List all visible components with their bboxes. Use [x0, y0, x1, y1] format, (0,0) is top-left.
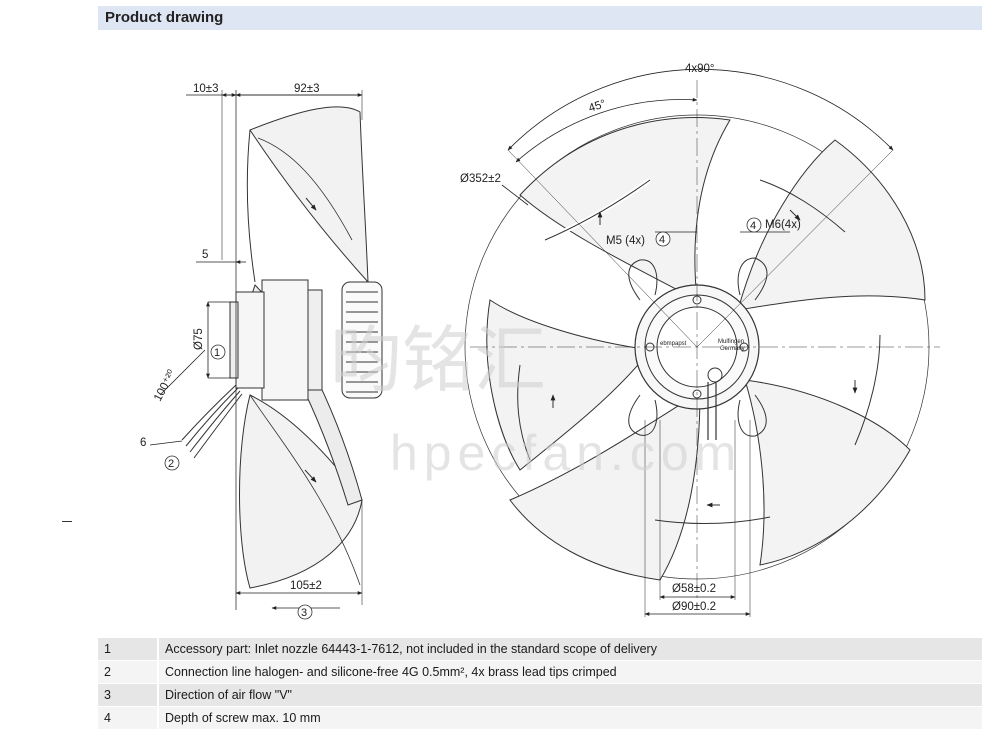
dim-105: 105±2 — [290, 580, 322, 592]
legend-row: 3 Direction of air flow "V" — [98, 683, 982, 707]
legend-number: 4 — [98, 706, 159, 730]
legend-text: Accessory part: Inlet nozzle 64443-1-761… — [158, 638, 982, 661]
legend-text: Connection line halogen- and silicone-fr… — [158, 660, 982, 684]
dim-6: 6 — [140, 437, 146, 449]
dim-d90: Ø90±0.2 — [672, 601, 716, 613]
callout-4b: 4 — [750, 220, 756, 232]
section-title: Product drawing — [98, 6, 982, 30]
dim-4x90: 4x90° — [685, 63, 715, 75]
dim-5: 5 — [202, 249, 208, 261]
legend-number: 1 — [98, 638, 159, 661]
callout-3: 3 — [301, 607, 307, 619]
legend-row: 4 Depth of screw max. 10 mm — [98, 706, 982, 730]
dim-10: 10±3 — [193, 83, 219, 95]
legend-number: 3 — [98, 683, 159, 707]
front-view — [464, 80, 940, 610]
callout-4a: 4 — [659, 234, 665, 246]
legend-table: 1 Accessory part: Inlet nozzle 64443-1-7… — [98, 638, 982, 730]
dim-d75: Ø75 — [193, 328, 205, 350]
stray-mark — [62, 521, 72, 522]
callout-2: 2 — [168, 458, 174, 470]
dim-d352: Ø352±2 — [460, 173, 501, 185]
dim-92: 92±3 — [294, 83, 320, 95]
dim-45: 45° — [587, 98, 607, 115]
legend-row: 1 Accessory part: Inlet nozzle 64443-1-7… — [98, 638, 982, 661]
watermark-chinese: 昀铭汇 — [330, 318, 546, 402]
hub-mulfingen-label: Mulfingen — [718, 339, 744, 345]
callout-1: 1 — [214, 347, 220, 359]
dim-m6: M6(4x) — [765, 219, 801, 231]
hub-brand-label: ebmpapst — [660, 341, 687, 347]
hub-germany-label: Germany — [720, 346, 745, 352]
legend-number: 2 — [98, 660, 159, 684]
dim-100: 100⁺²⁰ — [152, 368, 179, 404]
dim-m5: M5 (4x) — [606, 235, 645, 247]
legend-text: Depth of screw max. 10 mm — [158, 706, 982, 730]
legend-text: Direction of air flow "V" — [158, 683, 982, 707]
legend-row: 2 Connection line halogen- and silicone-… — [98, 660, 982, 684]
side-view — [181, 90, 383, 610]
dim-d58: Ø58±0.2 — [672, 583, 716, 595]
product-drawing: 10±3 92±3 5 Ø75 100⁺²⁰ 6 105±2 1 2 3 — [140, 63, 940, 620]
watermark-url: hpecfan.com — [390, 425, 742, 481]
